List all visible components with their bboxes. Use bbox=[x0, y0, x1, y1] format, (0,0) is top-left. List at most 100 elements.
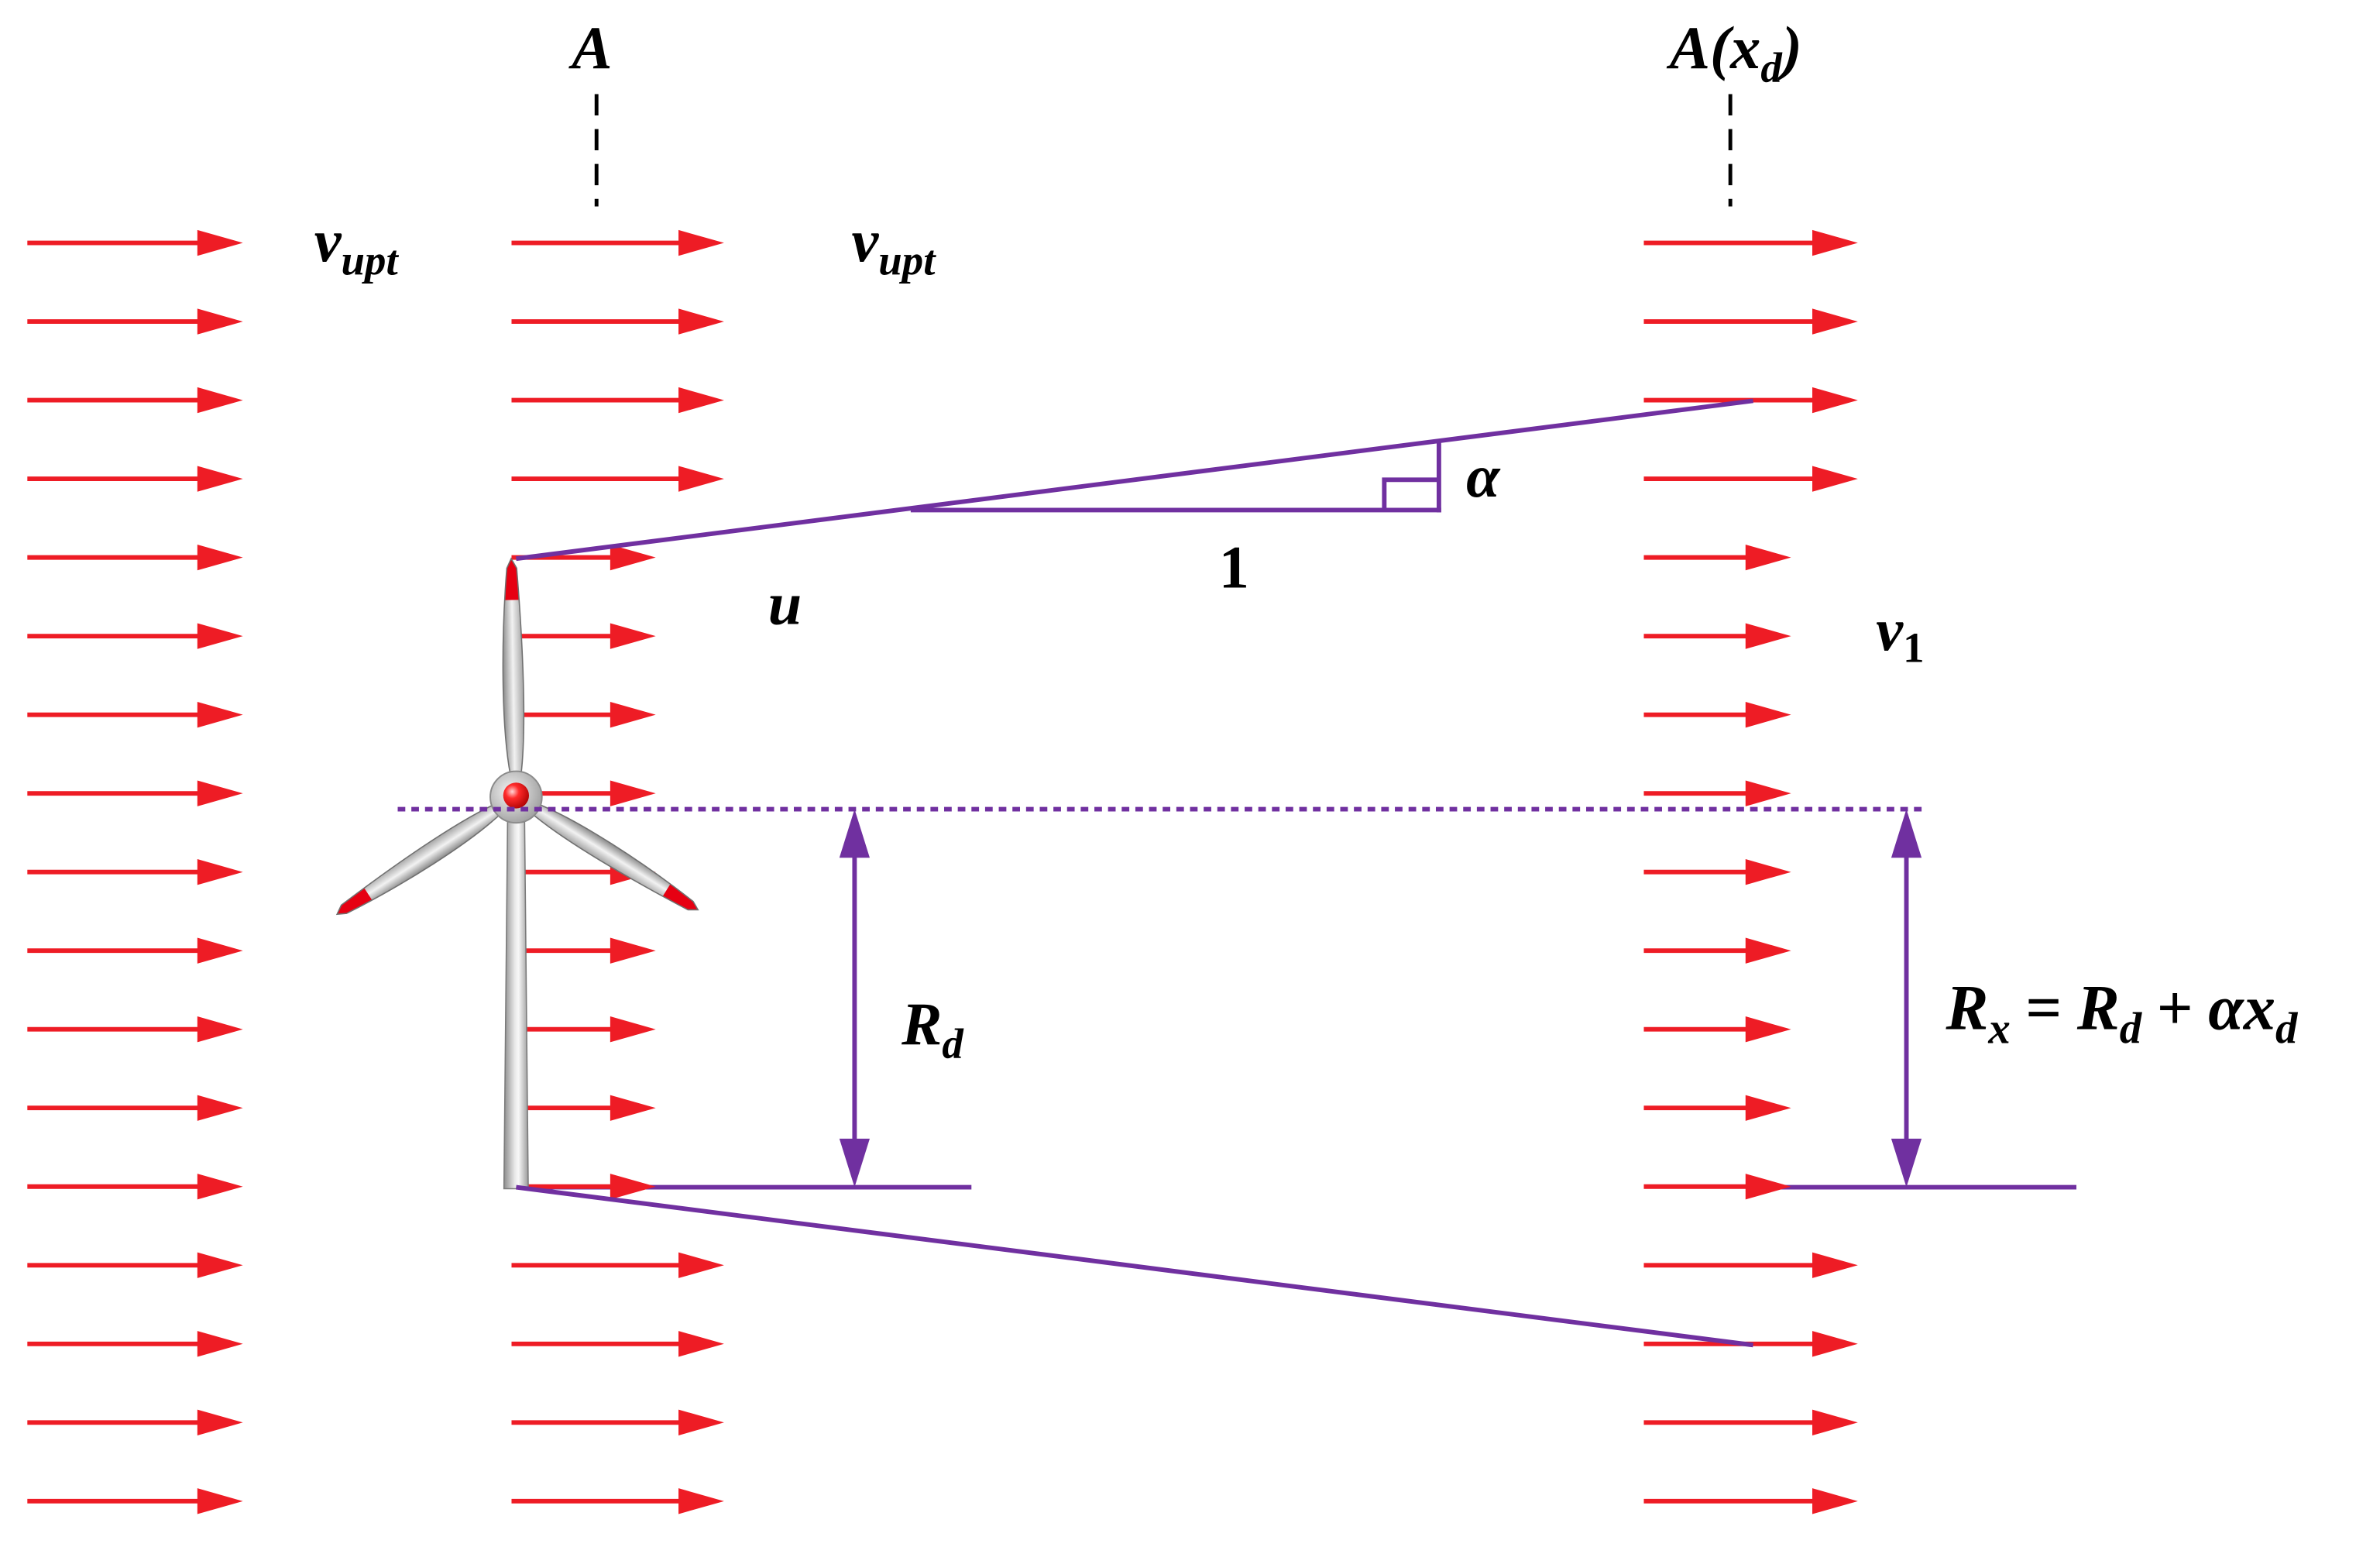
dimension-arrowhead-bottom bbox=[839, 1138, 870, 1188]
flow-arrow bbox=[511, 1095, 656, 1121]
flow-arrow bbox=[511, 701, 656, 728]
flow-arrow-head bbox=[1812, 229, 1858, 256]
flow-arrow-head bbox=[197, 701, 243, 728]
flow-arrow bbox=[27, 387, 243, 414]
turbine-blade-up bbox=[501, 559, 525, 775]
flow-arrow bbox=[1643, 937, 1791, 964]
flow-arrow bbox=[511, 623, 656, 649]
downstream-plane-variable: x bbox=[1729, 14, 1760, 81]
formula-term2-subscript: d bbox=[2275, 1004, 2299, 1053]
flow-arrow-head bbox=[197, 859, 243, 885]
radius-symbol: R bbox=[901, 990, 942, 1057]
flow-arrow-head bbox=[197, 387, 243, 414]
flow-arrow bbox=[1643, 623, 1791, 649]
dimension-arrowhead-top bbox=[1891, 809, 1922, 858]
flow-arrow bbox=[27, 1252, 243, 1278]
velocity-symbol: v bbox=[851, 207, 879, 274]
flow-arrow-head bbox=[197, 229, 243, 256]
flow-arrow-head bbox=[1745, 544, 1791, 571]
flow-arrow-head bbox=[197, 308, 243, 335]
upper-wake-boundary bbox=[515, 398, 1753, 562]
flow-arrow bbox=[1643, 1174, 1791, 1200]
wake-radius-formula: Rx=Rd+αxd bbox=[1945, 973, 2299, 1054]
flow-arrow-head bbox=[678, 229, 724, 256]
downstream-plane-subscript: d bbox=[1760, 44, 1783, 91]
flow-arrow bbox=[27, 1488, 243, 1514]
wake-radius-dimension-arrow bbox=[1891, 809, 1922, 1188]
downstream-flow-arrows bbox=[1643, 229, 1858, 1514]
flow-arrow-head bbox=[610, 1095, 656, 1121]
flow-arrow bbox=[1643, 1409, 1858, 1435]
flow-arrow-head bbox=[1812, 387, 1858, 414]
flow-arrow-head bbox=[610, 701, 656, 728]
downstream-plane-label: A(xd) bbox=[1666, 14, 1802, 91]
flow-arrow bbox=[27, 229, 243, 256]
upstream-flow-arrows bbox=[27, 229, 243, 1514]
flow-arrow bbox=[511, 1409, 724, 1435]
flow-arrow bbox=[511, 387, 724, 414]
flow-arrow bbox=[1643, 544, 1791, 571]
flow-arrow-head bbox=[197, 780, 243, 806]
velocity-symbol: v bbox=[314, 207, 342, 274]
flow-arrow-head bbox=[1745, 623, 1791, 649]
flow-arrow bbox=[27, 780, 243, 806]
downstream-plane-suffix: ) bbox=[1777, 14, 1802, 81]
flow-arrow bbox=[27, 1016, 243, 1043]
velocity-symbol: v bbox=[1876, 596, 1904, 663]
formula-term1: R bbox=[2076, 973, 2120, 1043]
flow-arrow-head bbox=[678, 308, 724, 335]
formula-plus: + bbox=[2157, 973, 2193, 1043]
flow-arrow-head bbox=[1812, 1488, 1858, 1514]
flow-arrow bbox=[1643, 466, 1858, 492]
flow-arrow-head bbox=[197, 1488, 243, 1514]
flow-arrow bbox=[27, 701, 243, 728]
rotor-radius-dimension-arrow bbox=[839, 809, 870, 1188]
wind-turbine-icon bbox=[331, 559, 703, 1190]
flow-arrow-head bbox=[197, 1331, 243, 1357]
rotor-radius-label: Rd bbox=[901, 990, 964, 1067]
flow-arrow-head bbox=[1745, 859, 1791, 885]
flow-arrow-head bbox=[1745, 937, 1791, 964]
flow-arrow bbox=[511, 1488, 724, 1514]
flow-arrow bbox=[27, 1409, 243, 1435]
flow-arrow-head bbox=[678, 466, 724, 492]
turbine-blade-left bbox=[331, 800, 505, 923]
dimension-arrowhead-bottom bbox=[1891, 1138, 1922, 1188]
flow-arrow bbox=[1643, 1252, 1858, 1278]
flow-arrow bbox=[511, 937, 656, 964]
flow-arrow-head bbox=[1812, 1252, 1858, 1278]
flow-arrow bbox=[27, 859, 243, 885]
formula-lhs: R bbox=[1945, 973, 1988, 1043]
flow-arrow-head bbox=[610, 544, 656, 571]
velocity-subscript: 1 bbox=[1903, 624, 1924, 671]
upstream-velocity-label-right: vupt bbox=[851, 207, 936, 284]
flow-arrow-head bbox=[610, 1016, 656, 1043]
flow-arrow-head bbox=[678, 387, 724, 414]
flow-arrow bbox=[511, 1016, 656, 1043]
flow-arrow bbox=[511, 1252, 724, 1278]
wake-velocity-label: v1 bbox=[1876, 596, 1924, 672]
flow-arrow bbox=[1643, 701, 1791, 728]
dimension-arrowhead-top bbox=[839, 809, 870, 858]
formula-term2: αx bbox=[2208, 973, 2275, 1043]
flow-arrow-head bbox=[1745, 701, 1791, 728]
flow-arrow bbox=[1643, 387, 1858, 414]
radius-subscript: d bbox=[942, 1020, 964, 1067]
flow-arrow bbox=[27, 1095, 243, 1121]
flow-arrow-head bbox=[197, 1095, 243, 1121]
flow-arrow-head bbox=[197, 937, 243, 964]
flow-arrow-head bbox=[197, 1016, 243, 1043]
unit-length-label: 1 bbox=[1219, 533, 1249, 600]
formula-lhs-subscript: x bbox=[1987, 1004, 2010, 1053]
flow-arrow bbox=[511, 1331, 724, 1357]
flow-arrow bbox=[27, 937, 243, 964]
expansion-slope-triangle bbox=[910, 440, 1441, 513]
downstream-plane-prefix: A( bbox=[1666, 14, 1734, 81]
flow-arrow-head bbox=[197, 466, 243, 492]
flow-arrow-head bbox=[1745, 1095, 1791, 1121]
flow-arrow bbox=[1643, 1016, 1791, 1043]
flow-arrow bbox=[1643, 229, 1858, 256]
rotor-plane-flow-arrows bbox=[511, 229, 724, 1514]
turbine-tower bbox=[503, 803, 529, 1190]
